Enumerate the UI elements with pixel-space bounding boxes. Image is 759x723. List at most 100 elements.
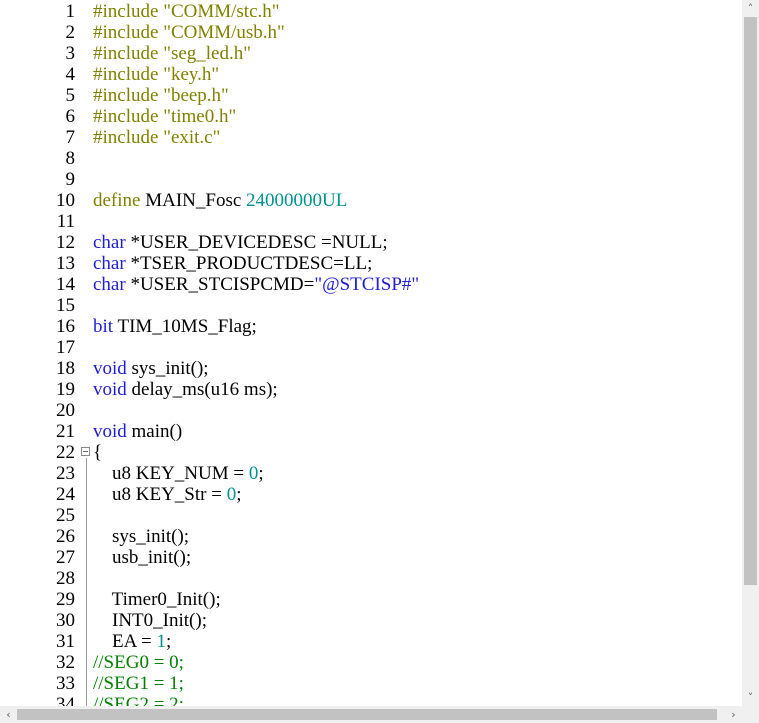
code-token: Timer0_Init();: [93, 589, 221, 610]
code-token: "COMM/stc.h": [163, 1, 280, 22]
code-line[interactable]: 9: [0, 169, 742, 190]
code-line[interactable]: 34 //SEG2 = 2;: [0, 694, 742, 706]
code-line[interactable]: 30 INT0_Init();: [0, 610, 742, 631]
code-text: Timer0_Init();: [93, 589, 221, 610]
line-number: 34: [56, 694, 75, 706]
code-token: *USER_DEVICEDESC =NULL;: [130, 232, 388, 253]
scroll-left-icon[interactable]: ‹: [6, 708, 11, 721]
code-token: //SEG0 = 0;: [93, 652, 184, 673]
line-number: 33: [56, 673, 75, 694]
code-line[interactable]: 29 Timer0_Init();: [0, 589, 742, 610]
code-text: EA = 1;: [93, 631, 171, 652]
code-text: INT0_Init();: [93, 610, 207, 631]
line-number: 24: [56, 484, 75, 505]
code-text: //SEG1 = 1;: [93, 673, 184, 694]
code-token: ;: [236, 484, 242, 505]
line-number: 18: [56, 358, 75, 379]
horizontal-scroll-thumb[interactable]: [17, 709, 717, 720]
code-token: #include: [93, 127, 164, 148]
scroll-down-icon[interactable]: ˅: [747, 691, 754, 704]
fold-collapse-icon[interactable]: [81, 447, 90, 456]
code-line[interactable]: 15: [0, 295, 742, 316]
line-number: 19: [56, 379, 75, 400]
code-token: ;: [258, 463, 264, 484]
code-token: "COMM/usb.h": [163, 22, 285, 43]
code-token: "exit.c": [163, 127, 221, 148]
code-line[interactable]: 22 {: [0, 442, 742, 463]
code-line[interactable]: 7#include "exit.c": [0, 127, 742, 148]
code-line[interactable]: 3#include "seg_led.h": [0, 43, 742, 64]
line-number: 30: [56, 610, 75, 631]
code-line[interactable]: 5#include "beep.h": [0, 85, 742, 106]
code-text: #include "time0.h": [93, 106, 236, 127]
code-line[interactable]: 24 u8 KEY_Str = 0;: [0, 484, 742, 505]
code-line[interactable]: 23 u8 KEY_NUM = 0;: [0, 463, 742, 484]
code-token: void: [93, 358, 132, 379]
line-number: 17: [56, 337, 75, 358]
code-token: sys_init();: [93, 526, 190, 547]
code-token: #include: [93, 22, 164, 43]
line-number: 16: [56, 316, 75, 337]
code-editor[interactable]: 1#include "COMM/stc.h"2 #include "COMM/us…: [0, 0, 742, 706]
code-line[interactable]: 20: [0, 400, 742, 421]
line-number: 12: [56, 232, 75, 253]
code-text: bit TIM_10MS_Flag;: [93, 316, 257, 337]
code-token: ;: [166, 631, 172, 652]
code-line[interactable]: 31 EA = 1;: [0, 631, 742, 652]
code-line[interactable]: 27 usb_init();: [0, 547, 742, 568]
code-text: u8 KEY_Str = 0;: [93, 484, 241, 505]
code-line[interactable]: 26 sys_init();: [0, 526, 742, 547]
line-number: 2: [65, 22, 76, 43]
code-text: #include "beep.h": [93, 85, 229, 106]
code-line[interactable]: 11: [0, 211, 742, 232]
code-token: bit: [93, 316, 118, 337]
code-line[interactable]: 33 //SEG1 = 1;: [0, 673, 742, 694]
code-token: //SEG1 = 1;: [93, 673, 184, 694]
code-line[interactable]: 6 #include "time0.h": [0, 106, 742, 127]
line-number: 8: [65, 148, 76, 169]
line-number: 22: [56, 442, 75, 463]
code-token: //SEG2 = 2;: [93, 694, 184, 706]
code-token: EA =: [93, 631, 157, 652]
code-line[interactable]: 16 bit TIM_10MS_Flag;: [0, 316, 742, 337]
code-token: void: [93, 421, 132, 442]
scroll-right-icon[interactable]: ›: [731, 708, 736, 721]
code-text: //SEG2 = 2;: [93, 694, 184, 706]
code-line[interactable]: 2 #include "COMM/usb.h": [0, 22, 742, 43]
vertical-scroll-thumb[interactable]: [744, 17, 757, 585]
line-number: 13: [56, 253, 75, 274]
code-text: define MAIN_Fosc 24000000UL: [93, 190, 347, 211]
code-token: "@STCISP#": [314, 274, 420, 295]
code-line[interactable]: 10 define MAIN_Fosc 24000000UL: [0, 190, 742, 211]
code-token: {: [93, 442, 103, 463]
code-line[interactable]: 32//SEG0 = 0;: [0, 652, 742, 673]
code-line[interactable]: 1#include "COMM/stc.h": [0, 1, 742, 22]
horizontal-scrollbar[interactable]: ‹ ›: [0, 706, 742, 723]
line-number: 10: [56, 190, 75, 211]
scroll-up-icon[interactable]: ˄: [747, 2, 754, 15]
scrollbar-corner: [742, 706, 759, 723]
code-token: "time0.h": [163, 106, 237, 127]
code-line[interactable]: 8: [0, 148, 742, 169]
code-text: u8 KEY_NUM = 0;: [93, 463, 264, 484]
fold-guide-line: [86, 458, 87, 706]
code-line[interactable]: 25: [0, 505, 742, 526]
code-text: #include "COMM/usb.h": [93, 22, 285, 43]
code-line[interactable]: 4#include "key.h": [0, 64, 742, 85]
code-text: #include "seg_led.h": [93, 43, 251, 64]
code-token: u8 KEY_NUM =: [93, 463, 249, 484]
code-line[interactable]: 17: [0, 337, 742, 358]
line-number: 9: [65, 169, 76, 190]
code-line[interactable]: 28: [0, 568, 742, 589]
line-number: 6: [65, 106, 76, 127]
code-token: #include: [93, 106, 164, 127]
vertical-scrollbar[interactable]: ˄ ˅: [742, 0, 759, 706]
code-token: #include: [93, 85, 164, 106]
code-text: {: [93, 442, 102, 463]
